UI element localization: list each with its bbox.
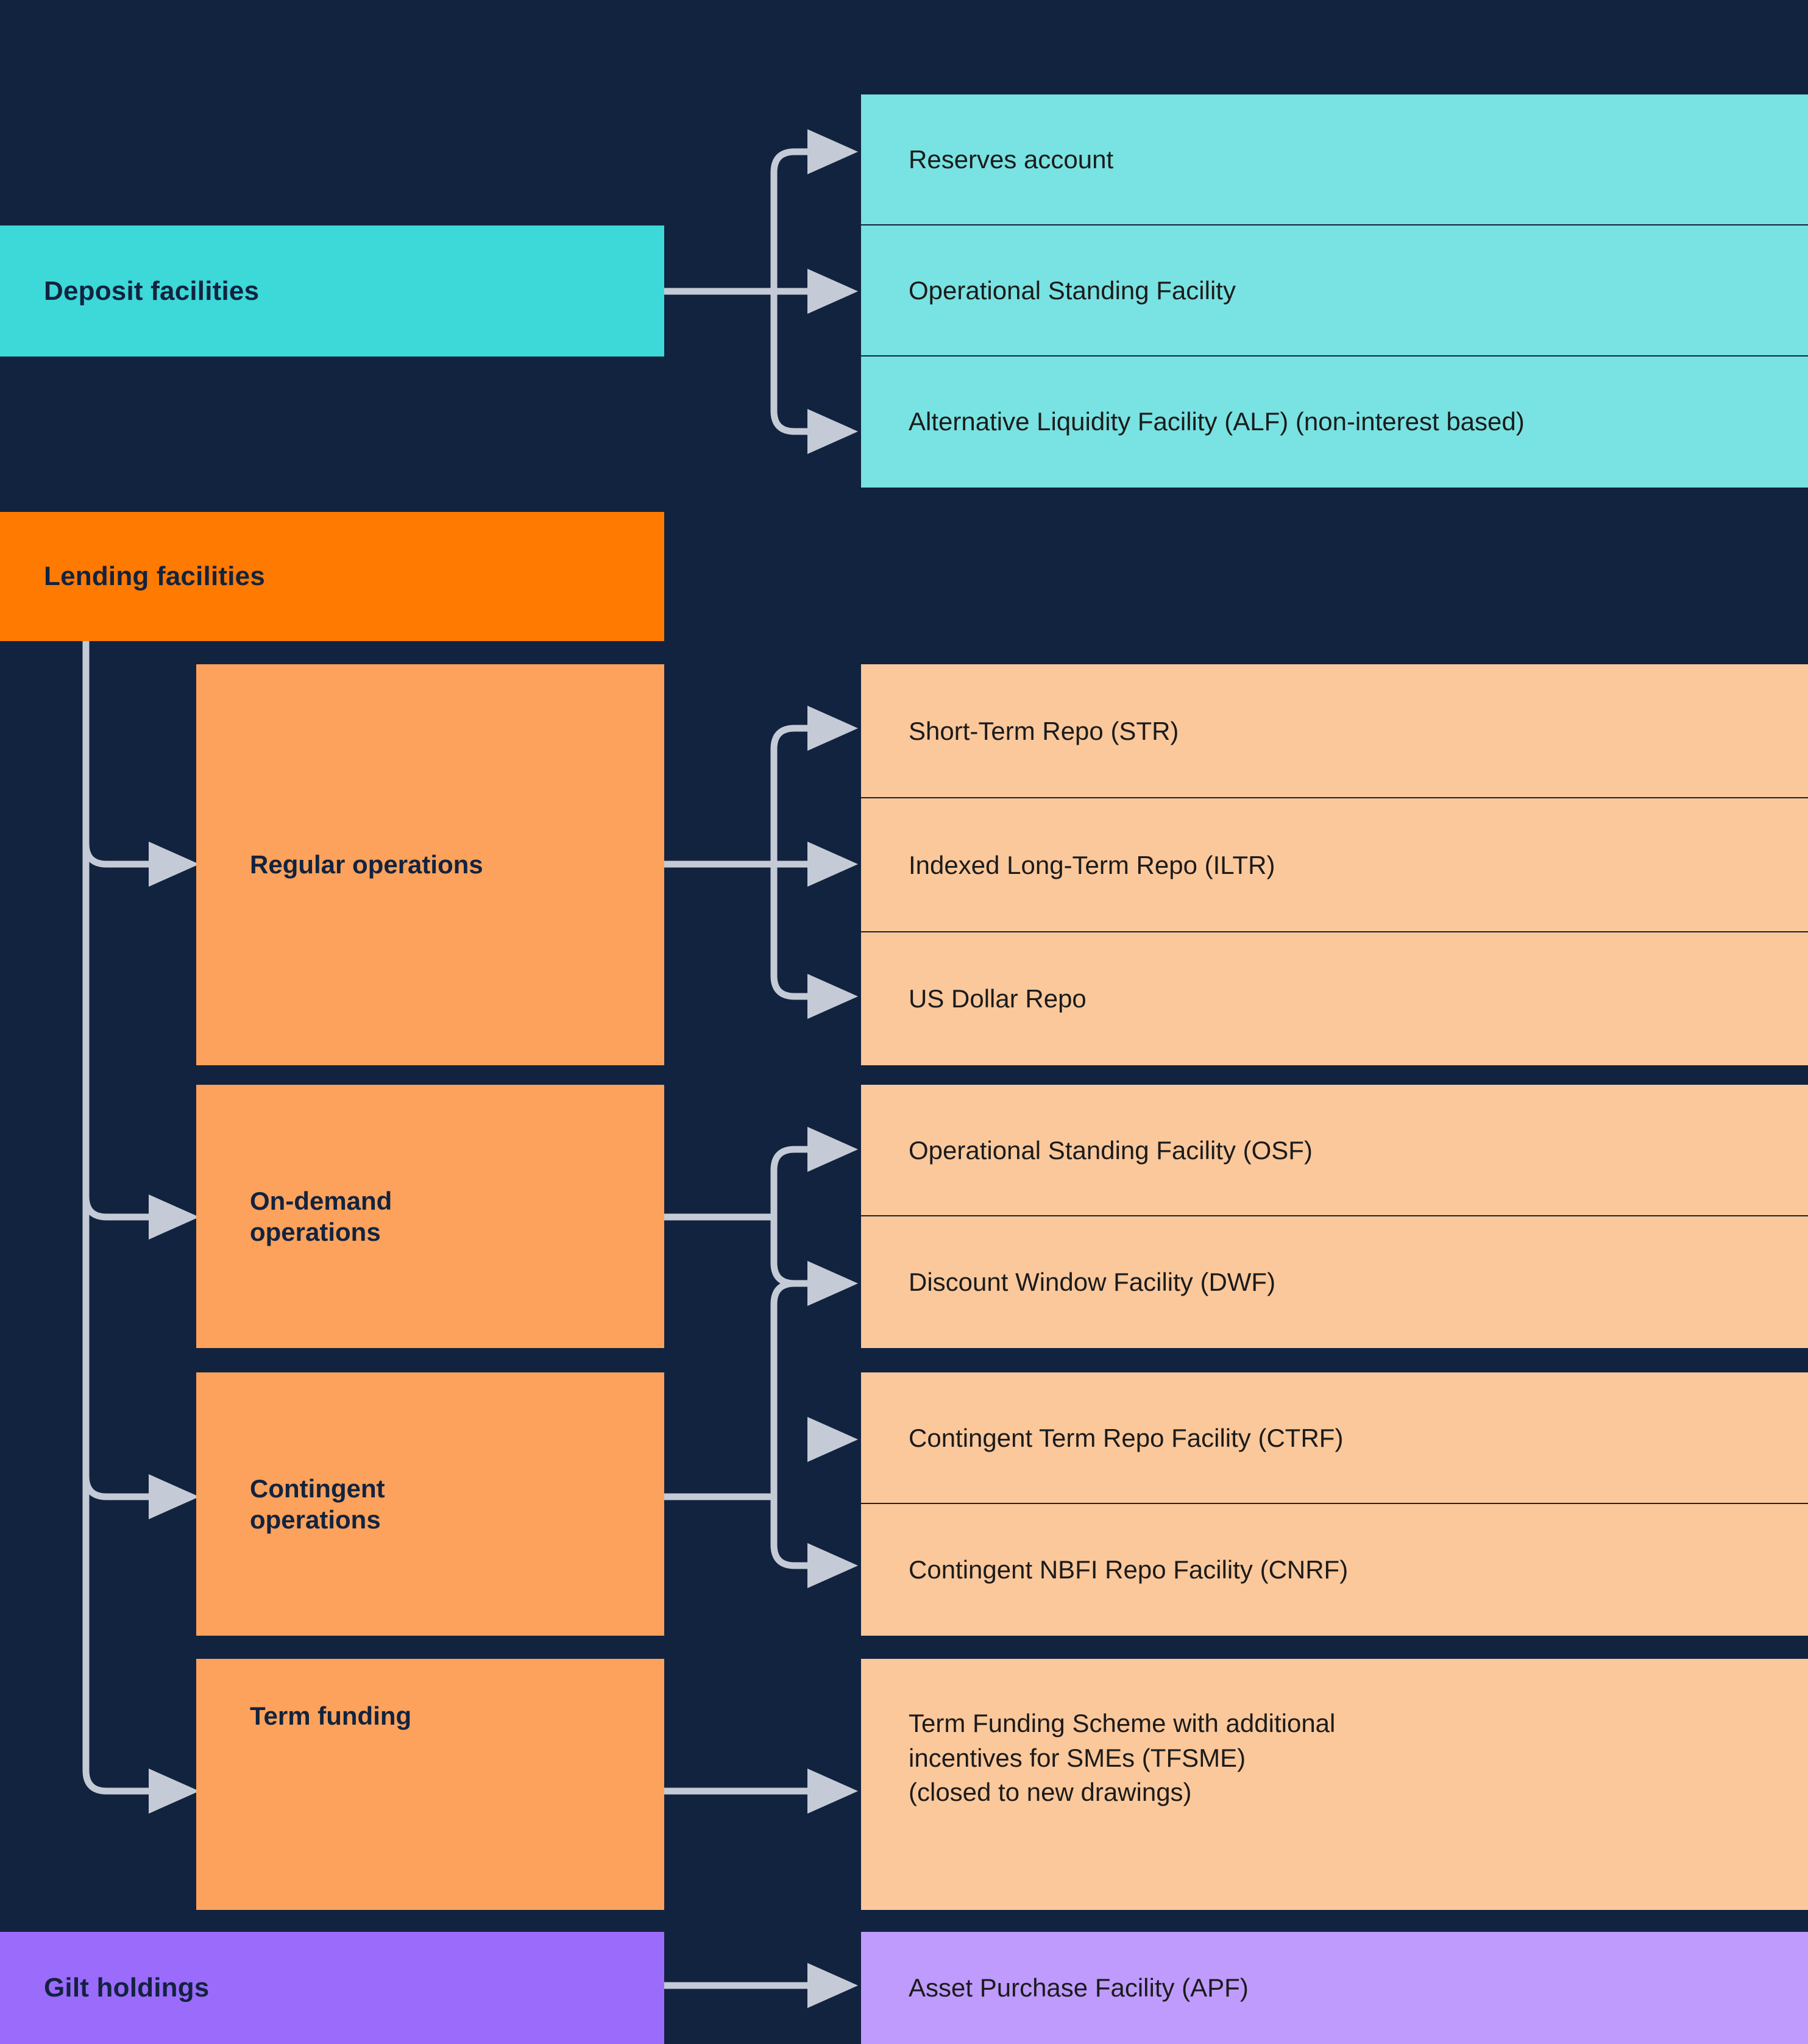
leaf-asset-purchase-facility[interactable]: Asset Purchase Facility (APF)	[861, 1932, 1808, 2044]
leaf-term-funding-scheme-label: Term Funding Scheme with additional ince…	[909, 1709, 1336, 1807]
subgroup-on-demand-operations[interactable]: On-demand operations	[196, 1085, 664, 1348]
subgroup-term-funding[interactable]: Term funding	[196, 1659, 664, 1910]
leaf-operational-standing-facility-label: Operational Standing Facility	[909, 276, 1236, 305]
leaf-short-term-repo[interactable]: Short-Term Repo (STR)	[861, 664, 1808, 798]
leaf-us-dollar-repo[interactable]: US Dollar Repo	[861, 932, 1808, 1065]
leaf-indexed-long-term-repo[interactable]: Indexed Long-Term Repo (ILTR)	[861, 798, 1808, 932]
leaf-reserves-account[interactable]: Reserves account	[861, 94, 1808, 225]
leaf-term-funding-scheme[interactable]: Term Funding Scheme with additional ince…	[861, 1659, 1808, 1910]
subgroup-regular-operations[interactable]: Regular operations	[196, 664, 664, 1065]
arrow-head	[807, 1261, 858, 1306]
leaf-alternative-liquidity-facility-label: Alternative Liquidity Facility (ALF) (no…	[909, 407, 1525, 436]
leaf-us-dollar-repo-label: US Dollar Repo	[909, 984, 1087, 1013]
arrow-head	[149, 1474, 199, 1519]
arrow-head	[807, 842, 858, 887]
category-gilt-holdings-label: Gilt holdings	[44, 1973, 210, 2003]
leaf-reserves-account-label: Reserves account	[909, 145, 1114, 174]
arrow-head	[807, 269, 858, 314]
category-lending-facilities[interactable]: Lending facilities	[0, 512, 664, 641]
leaf-discount-window-facility[interactable]: Discount Window Facility (DWF)	[861, 1216, 1808, 1348]
subgroup-regular-operations-label: Regular operations	[250, 850, 483, 879]
subgroup-on-demand-operations-label: On-demand operations	[250, 1186, 392, 1246]
arrow-head	[807, 706, 858, 751]
arrow-head	[149, 1194, 199, 1240]
arrow-head	[807, 1417, 858, 1462]
arrow-head	[149, 842, 199, 887]
leaf-short-term-repo-label: Short-Term Repo (STR)	[909, 716, 1179, 745]
arrow-head	[807, 1963, 858, 2008]
arrow-head	[807, 1543, 858, 1588]
subgroup-contingent-operations[interactable]: Contingent operations	[196, 1372, 664, 1636]
leaf-alternative-liquidity-facility[interactable]: Alternative Liquidity Facility (ALF) (no…	[861, 357, 1808, 488]
category-lending-facilities-label: Lending facilities	[44, 561, 265, 591]
leaf-contingent-nbfi-repo-facility-label: Contingent NBFI Repo Facility (CNRF)	[909, 1555, 1349, 1584]
arrow-head	[807, 1127, 858, 1172]
category-deposit-facilities-label: Deposit facilities	[44, 275, 260, 306]
leaf-contingent-term-repo-facility-label: Contingent Term Repo Facility (CTRF)	[909, 1423, 1344, 1452]
leaf-operational-standing-facility[interactable]: Operational Standing Facility	[861, 225, 1808, 357]
leaf-operational-standing-facility-osf[interactable]: Operational Standing Facility (OSF)	[861, 1085, 1808, 1216]
arrow-head	[807, 1769, 858, 1814]
leaf-asset-purchase-facility-label: Asset Purchase Facility (APF)	[909, 1973, 1249, 2002]
leaf-indexed-long-term-repo-label: Indexed Long-Term Repo (ILTR)	[909, 850, 1275, 879]
leaf-operational-standing-facility-osf-label: Operational Standing Facility (OSF)	[909, 1135, 1313, 1165]
leaf-contingent-term-repo-facility[interactable]: Contingent Term Repo Facility (CTRF)	[861, 1372, 1808, 1504]
arrow-head	[807, 409, 858, 454]
arrow-head	[149, 1769, 199, 1814]
leaf-contingent-nbfi-repo-facility[interactable]: Contingent NBFI Repo Facility (CNRF)	[861, 1504, 1808, 1636]
arrow-head	[807, 129, 858, 174]
category-gilt-holdings[interactable]: Gilt holdings	[0, 1932, 664, 2044]
subgroup-contingent-operations-label: Contingent operations	[250, 1474, 385, 1534]
subgroup-term-funding-label: Term funding	[250, 1702, 412, 1730]
leaf-discount-window-facility-label: Discount Window Facility (DWF)	[909, 1267, 1276, 1296]
category-deposit-facilities[interactable]: Deposit facilities	[0, 225, 664, 357]
arrow-head	[807, 974, 858, 1019]
